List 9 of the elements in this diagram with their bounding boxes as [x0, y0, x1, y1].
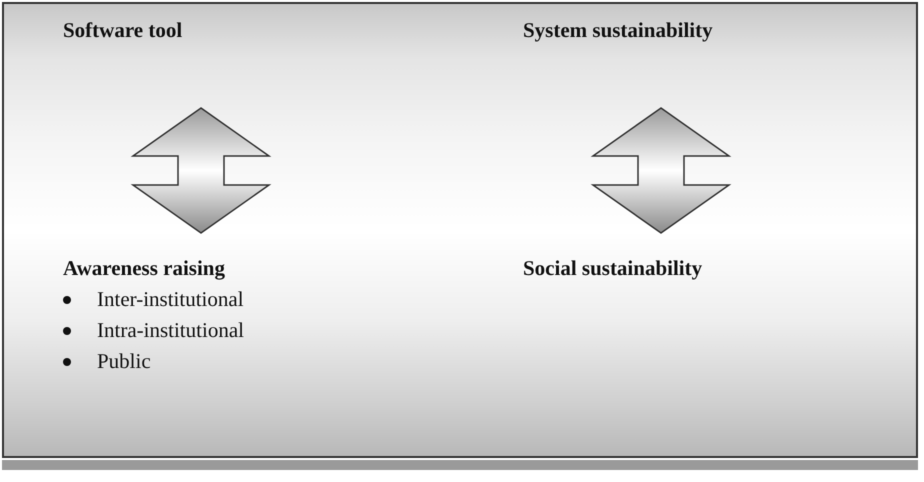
- double-arrow: [590, 107, 732, 234]
- heading: System sustainability: [523, 17, 713, 44]
- double-arrow: [130, 107, 272, 234]
- list-item: Inter-institutional: [97, 286, 244, 313]
- heading: Software tool: [63, 17, 182, 44]
- heading: Awareness raising: [63, 255, 225, 282]
- list-item: Intra-institutional: [97, 316, 244, 344]
- list-item: Public: [97, 348, 151, 375]
- heading: Social sustainability: [523, 255, 702, 282]
